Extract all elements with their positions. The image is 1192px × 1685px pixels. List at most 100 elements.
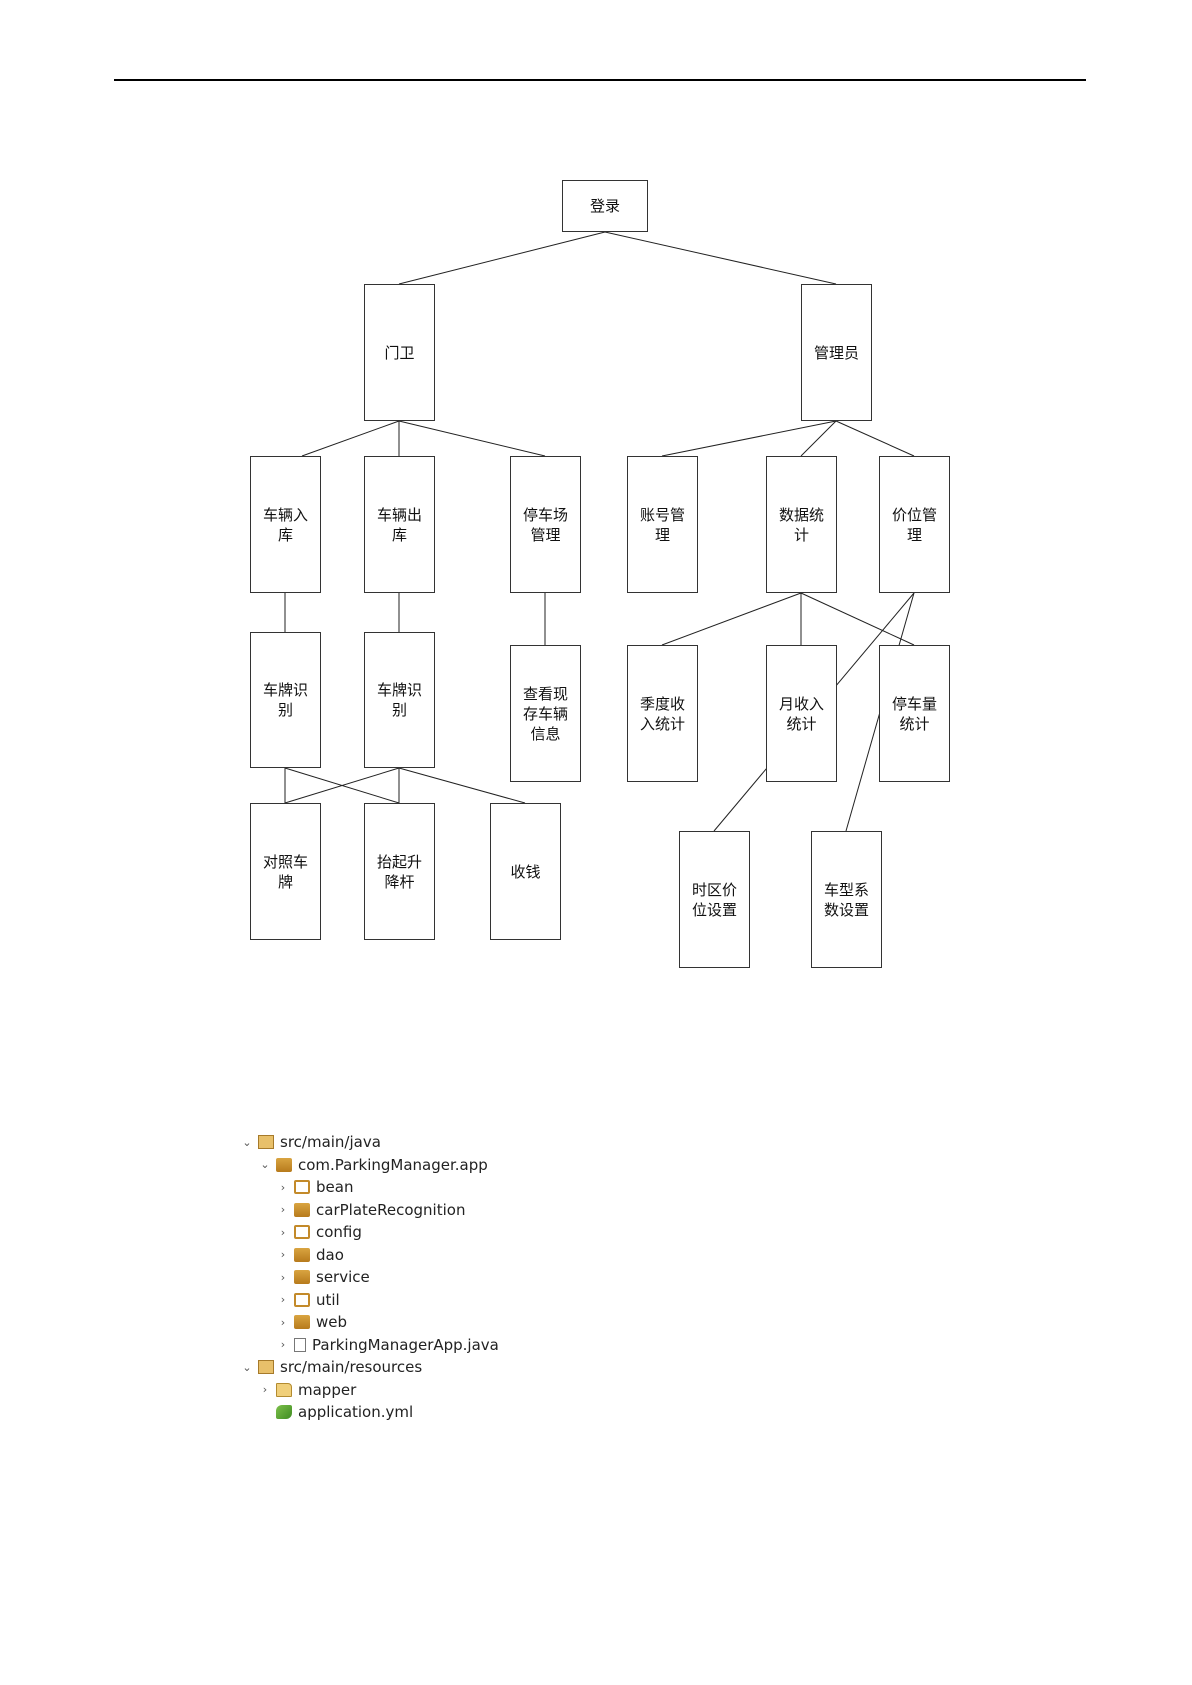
tree-item[interactable]: › mapper	[240, 1379, 499, 1402]
node-vehicle-type-coef: 车型系数设置	[811, 831, 882, 968]
chevron-right-icon[interactable]: ›	[262, 1383, 268, 1397]
node-price-manage: 价位管理	[879, 456, 950, 593]
node-label: 车牌识别	[376, 681, 422, 719]
node-label: 收钱	[510, 862, 541, 881]
node-label: 门卫	[384, 343, 415, 362]
node-data-stats: 数据统计	[766, 456, 837, 593]
tree-item-label: src/main/java	[280, 1133, 381, 1152]
tree-item-label: com.ParkingManager.app	[298, 1155, 488, 1174]
link-admin-stats	[800, 420, 837, 457]
node-account-manage: 账号管理	[627, 456, 698, 593]
node-label: 车辆入库	[262, 505, 308, 544]
node-login: 登录	[562, 180, 648, 232]
node-label: 管理员	[813, 343, 859, 362]
tree-item-label: mapper	[298, 1380, 357, 1399]
node-admin: 管理员	[801, 284, 872, 421]
node-label: 账号管理	[639, 505, 685, 544]
empty-package-icon	[294, 1292, 310, 1307]
tree-item[interactable]: › web	[240, 1311, 499, 1334]
node-raise-barrier: 抬起升降杆	[364, 803, 435, 940]
link-guard-in	[301, 420, 400, 457]
link-admin-price	[835, 420, 915, 457]
chevron-right-icon[interactable]: ›	[280, 1338, 286, 1352]
chevron-right-icon[interactable]: ›	[280, 1270, 286, 1284]
node-label: 车型系数设置	[823, 880, 869, 919]
chevron-right-icon[interactable]: ›	[280, 1180, 286, 1194]
empty-package-icon	[294, 1180, 310, 1195]
node-label: 季度收入统计	[639, 694, 685, 733]
link-admin-account	[661, 420, 837, 457]
tree-item-label: application.yml	[298, 1403, 414, 1422]
chevron-down-icon[interactable]: ⌄	[260, 1158, 270, 1172]
package-icon	[294, 1202, 310, 1217]
node-label: 价位管理	[891, 505, 937, 544]
header-rule	[114, 79, 1086, 81]
tree-item[interactable]: › bean	[240, 1176, 499, 1199]
chevron-down-icon[interactable]: ⌄	[242, 1135, 252, 1149]
node-label: 查看现存车辆信息	[522, 684, 568, 743]
link-login-guard	[398, 231, 606, 285]
tree-item-label: src/main/resources	[280, 1358, 423, 1377]
tree-item-label: service	[316, 1268, 370, 1287]
chevron-right-icon[interactable]: ›	[280, 1248, 286, 1262]
chevron-right-icon[interactable]: ›	[280, 1315, 286, 1329]
link-guard-lot	[398, 420, 546, 457]
empty-package-icon	[294, 1225, 310, 1240]
tree-item[interactable]: › service	[240, 1266, 499, 1289]
diagram-connectors	[284, 231, 915, 832]
node-month-income: 月收入统计	[766, 645, 837, 782]
tree-item[interactable]: › config	[240, 1221, 499, 1244]
tree-item-label: ParkingManagerApp.java	[312, 1335, 499, 1354]
yml-file-icon	[276, 1405, 292, 1420]
chevron-down-icon[interactable]: ⌄	[242, 1360, 252, 1374]
chevron-right-icon[interactable]: ›	[280, 1293, 286, 1307]
tree-item-label: dao	[316, 1245, 344, 1264]
package-icon	[294, 1270, 310, 1285]
package-icon	[294, 1315, 310, 1330]
chevron-right-icon[interactable]: ›	[280, 1225, 286, 1239]
node-compare-plate: 对照车牌	[250, 803, 321, 940]
node-parking-count: 停车量统计	[879, 645, 950, 782]
node-label: 登录	[589, 197, 620, 215]
folder-icon	[276, 1382, 292, 1397]
chevron-right-icon[interactable]: ›	[280, 1203, 286, 1217]
node-plate-recog-1: 车牌识别	[250, 632, 321, 768]
tree-item-label: util	[316, 1290, 340, 1309]
tree-item-label: carPlateRecognition	[316, 1200, 466, 1219]
link-plate2-fee	[398, 767, 526, 804]
project-explorer-tree: ⌄ src/main/java ⌄ com.ParkingManager.app › be…	[240, 1131, 499, 1424]
tree-item[interactable]: ⌄ com.ParkingManager.app	[240, 1154, 499, 1177]
tree-item[interactable]: › carPlateRecognition	[240, 1199, 499, 1222]
source-folder-icon	[258, 1360, 274, 1375]
node-plate-recog-2: 车牌识别	[364, 632, 435, 768]
tree-item-label: bean	[316, 1178, 354, 1197]
tree-item[interactable]: application.yml	[240, 1401, 499, 1424]
node-label: 数据统计	[778, 505, 824, 544]
node-label: 对照车牌	[262, 852, 308, 891]
link-stats-quarter	[661, 592, 802, 646]
node-label: 停车量统计	[891, 694, 937, 733]
node-label: 抬起升降杆	[376, 852, 422, 891]
node-label: 月收入统计	[778, 694, 824, 733]
node-vehicle-out: 车辆出库	[364, 456, 435, 593]
package-icon	[276, 1157, 292, 1172]
source-folder-icon	[258, 1135, 274, 1150]
node-collect-fee: 收钱	[490, 803, 561, 940]
node-vehicle-in: 车辆入库	[250, 456, 321, 593]
link-stats-count	[800, 592, 915, 646]
tree-item[interactable]: › dao	[240, 1244, 499, 1267]
node-guard: 门卫	[364, 284, 435, 421]
tree-item-label: config	[316, 1223, 362, 1242]
link-plate2-compare	[284, 767, 400, 804]
tree-item-label: web	[316, 1313, 348, 1332]
node-view-vehicles: 查看现存车辆信息	[510, 645, 581, 782]
tree-item[interactable]: › util	[240, 1289, 499, 1312]
package-icon	[294, 1247, 310, 1262]
tree-item[interactable]: ⌄ src/main/java	[240, 1131, 499, 1154]
tree-item[interactable]: ⌄ src/main/resources	[240, 1356, 499, 1379]
node-label: 时区价位设置	[691, 880, 737, 919]
node-lot-manage: 停车场管理	[510, 456, 581, 593]
node-timezone-price: 时区价位设置	[679, 831, 750, 968]
tree-item[interactable]: › ParkingManagerApp.java	[240, 1334, 499, 1357]
